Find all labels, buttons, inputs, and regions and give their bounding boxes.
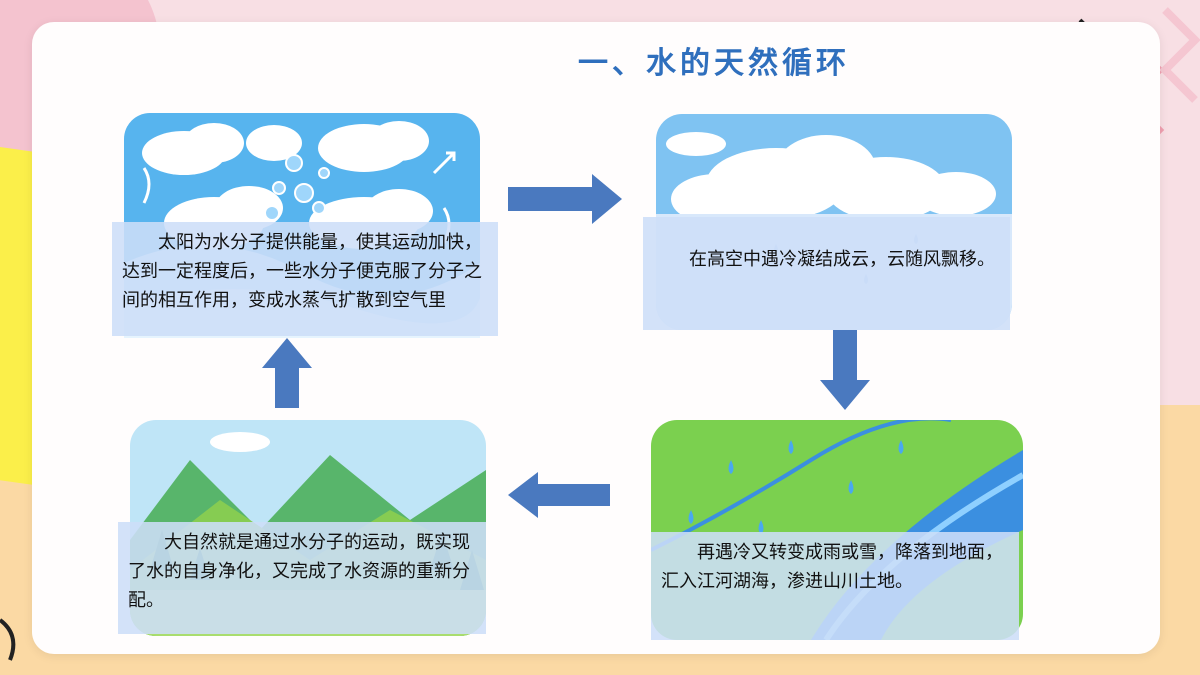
condensation-text: 在高空中遇冷凝结成云，云随风飘移。 bbox=[689, 249, 995, 270]
purification-text: 大自然就是通过水分子的运动，既实现了水的自身净化，又完成了水资源的重新分配。 bbox=[128, 532, 470, 611]
arrow-left bbox=[508, 472, 610, 518]
evaporation-text: 太阳为水分子提供能量，使其运动加快，达到一定程度后，一些水分子便克服了分子之间的… bbox=[122, 232, 482, 311]
arrow-right bbox=[508, 174, 622, 224]
evaporation-caption: 太阳为水分子提供能量，使其运动加快，达到一定程度后，一些水分子便克服了分子之间的… bbox=[112, 222, 498, 336]
purification-caption: 大自然就是通过水分子的运动，既实现了水的自身净化，又完成了水资源的重新分配。 bbox=[118, 522, 486, 634]
precipitation-caption: 再遇冷又转变成雨或雪，降落到地面，汇入江河湖海，渗进山川土地。 bbox=[651, 532, 1019, 640]
page-title: 一、水的天然循环 bbox=[578, 46, 850, 81]
background-lines bbox=[0, 618, 16, 661]
precipitation-text: 再遇冷又转变成雨或雪，降落到地面，汇入江河湖海，渗进山川土地。 bbox=[661, 542, 1003, 592]
arrow-up bbox=[262, 338, 312, 408]
arrow-down bbox=[820, 330, 870, 410]
condensation-caption: 在高空中遇冷凝结成云，云随风飘移。 bbox=[643, 217, 1010, 330]
